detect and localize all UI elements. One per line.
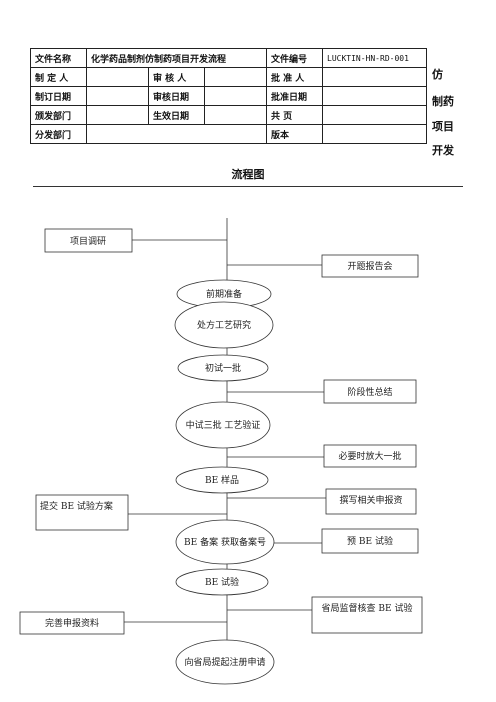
- label-distribution-dept: 分发部门: [30, 124, 87, 144]
- node-pilot-validation: 中试三批 工艺验证: [175, 401, 271, 449]
- left-box-be-protocol-label: 提交 BE 试验方案: [40, 500, 113, 512]
- right-box-inspection: 省局监督核查 BE 试验: [311, 596, 423, 634]
- side-title-2: 制药: [432, 95, 454, 108]
- node-be-filing: BE 备案 获取备案号: [175, 519, 275, 565]
- right-box-scale-up-label: 必要时放大一批: [338, 450, 401, 462]
- node-be-sample: BE 样品: [175, 466, 269, 494]
- node-preparation-label: 前期准备: [206, 288, 242, 300]
- left-box-research: 项目调研: [44, 228, 133, 253]
- header-row-5: 分发部门 版本: [30, 124, 428, 144]
- left-box-complete-dossier-label: 完善申报资料: [45, 617, 99, 629]
- value-version: [322, 124, 428, 144]
- document-header-table: 文件名称 化学药品制剂仿制药项目开发流程 文件编号 LUCKTIN-HN-RD-…: [30, 48, 428, 144]
- node-be-sample-label: BE 样品: [205, 474, 239, 486]
- header-row-1: 文件名称 化学药品制剂仿制药项目开发流程 文件编号 LUCKTIN-HN-RD-…: [30, 48, 428, 68]
- node-formulation-research: 处方工艺研究: [174, 301, 274, 349]
- right-box-stage-summary: 阶段性总结: [323, 379, 417, 404]
- side-title-1: 仿: [432, 68, 443, 81]
- value-distribution-dept: [85, 124, 268, 144]
- title-divider: [33, 186, 463, 187]
- node-be-filing-label: BE 备案 获取备案号: [184, 536, 266, 548]
- right-box-inspection-label: 省局监督核查 BE 试验: [322, 602, 413, 614]
- node-formulation-research-label: 处方工艺研究: [197, 319, 251, 331]
- left-box-be-protocol: 提交 BE 试验方案: [35, 494, 129, 531]
- node-registration-application-label: 向省局提起注册申请: [184, 656, 265, 668]
- node-be-trial: BE 试验: [175, 568, 269, 596]
- node-first-batch: 初试一批: [177, 354, 269, 382]
- node-pilot-validation-label: 中试三批 工艺验证: [186, 419, 261, 431]
- side-title-3: 项目: [432, 120, 454, 133]
- right-box-scale-up: 必要时放大一批: [323, 444, 417, 468]
- left-box-research-label: 项目调研: [70, 236, 106, 247]
- right-box-kickoff: 开题报告会: [321, 254, 419, 278]
- header-row-3: 制订日期 审核日期 批准日期: [30, 86, 428, 106]
- right-box-pre-be: 预 BE 试验: [321, 528, 419, 554]
- right-box-stage-summary-label: 阶段性总结: [347, 386, 392, 398]
- right-box-pre-be-label: 预 BE 试验: [347, 535, 393, 547]
- right-box-kickoff-label: 开题报告会: [347, 260, 392, 272]
- right-box-write-dossier-label: 撰写相关申报资: [339, 494, 402, 506]
- node-be-trial-label: BE 试验: [205, 576, 239, 588]
- left-box-complete-dossier: 完善申报资料: [19, 611, 125, 635]
- right-box-write-dossier: 撰写相关申报资: [325, 488, 417, 515]
- node-first-batch-label: 初试一批: [205, 362, 241, 374]
- node-registration-application: 向省局提起注册申请: [175, 639, 275, 685]
- side-title-4: 开发: [432, 144, 454, 157]
- flow-chart-title: 流程图: [231, 168, 265, 181]
